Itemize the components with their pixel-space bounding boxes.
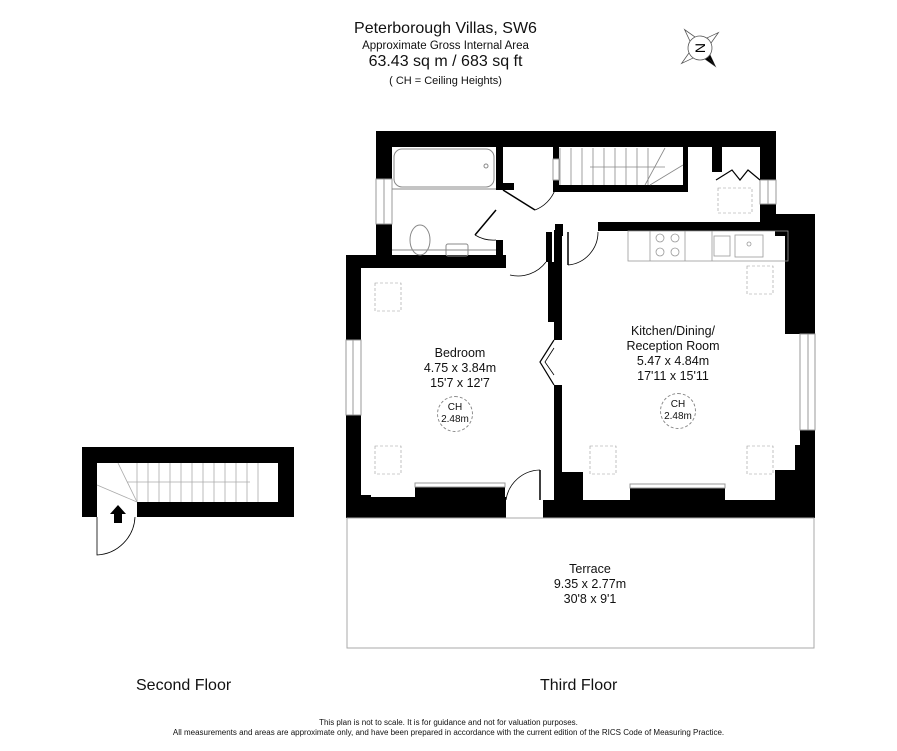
entrance-arrow-icon xyxy=(110,505,126,523)
terrace-label: Terrace 9.35 x 2.77m 30'8 x 9'1 xyxy=(520,562,660,607)
kitchen-metric: 5.47 x 4.84m xyxy=(636,354,710,368)
plan-title: Peterborough Villas, SW6 xyxy=(354,20,537,37)
bathroom-fixtures xyxy=(392,148,496,257)
disclaimer-line2: All measurements and areas are approxima… xyxy=(172,728,725,737)
kitchen-imperial: 17'11 x 15'11 xyxy=(637,369,709,383)
bedroom-metric: 4.75 x 3.84m xyxy=(423,361,497,375)
kitchen-ceiling-height: CH 2.48m xyxy=(660,393,696,429)
north-compass-icon: N xyxy=(680,28,720,68)
ch-value: 2.48m xyxy=(664,411,692,422)
bedroom-label: Bedroom 4.75 x 3.84m 15'7 x 12'7 xyxy=(400,346,520,391)
second-floor-walls xyxy=(82,447,294,517)
disclaimer-line1: This plan is not to scale. It is for gui… xyxy=(319,718,578,727)
staircase-second xyxy=(96,462,259,556)
kitchen-label: Kitchen/Dining/ Reception Room 5.47 x 4.… xyxy=(608,324,738,384)
ch-label: CH xyxy=(447,402,463,413)
gross-area: 63.43 sq m / 683 sq ft xyxy=(368,53,523,70)
kitchen-name-line2: Reception Room xyxy=(626,339,720,353)
terrace-name: Terrace xyxy=(569,562,611,576)
ch-value: 2.48m xyxy=(441,414,469,425)
doors xyxy=(474,169,761,501)
third-floor-label: Third Floor xyxy=(540,677,618,694)
kitchen-name-line1: Kitchen/Dining/ xyxy=(630,324,716,338)
third-floor-walls xyxy=(346,131,815,518)
plan-subtitle: Approximate Gross Internal Area xyxy=(362,40,529,52)
terrace-boundary xyxy=(346,517,815,649)
bedroom-ceiling-height: CH 2.48m xyxy=(437,396,473,432)
terrace-imperial: 30'8 x 9'1 xyxy=(563,592,617,606)
ch-label: CH xyxy=(670,399,686,410)
ceiling-height-note: ( CH = Ceiling Heights) xyxy=(389,75,502,87)
kitchen-counter xyxy=(627,230,789,262)
light-fixtures xyxy=(374,187,774,475)
bedroom-name: Bedroom xyxy=(434,346,486,360)
windows xyxy=(345,158,816,489)
terrace-metric: 9.35 x 2.77m xyxy=(553,577,627,591)
staircase-third xyxy=(559,147,684,186)
second-floor-label: Second Floor xyxy=(136,677,232,694)
bedroom-imperial: 15'7 x 12'7 xyxy=(430,376,490,390)
svg-text:N: N xyxy=(692,43,708,53)
